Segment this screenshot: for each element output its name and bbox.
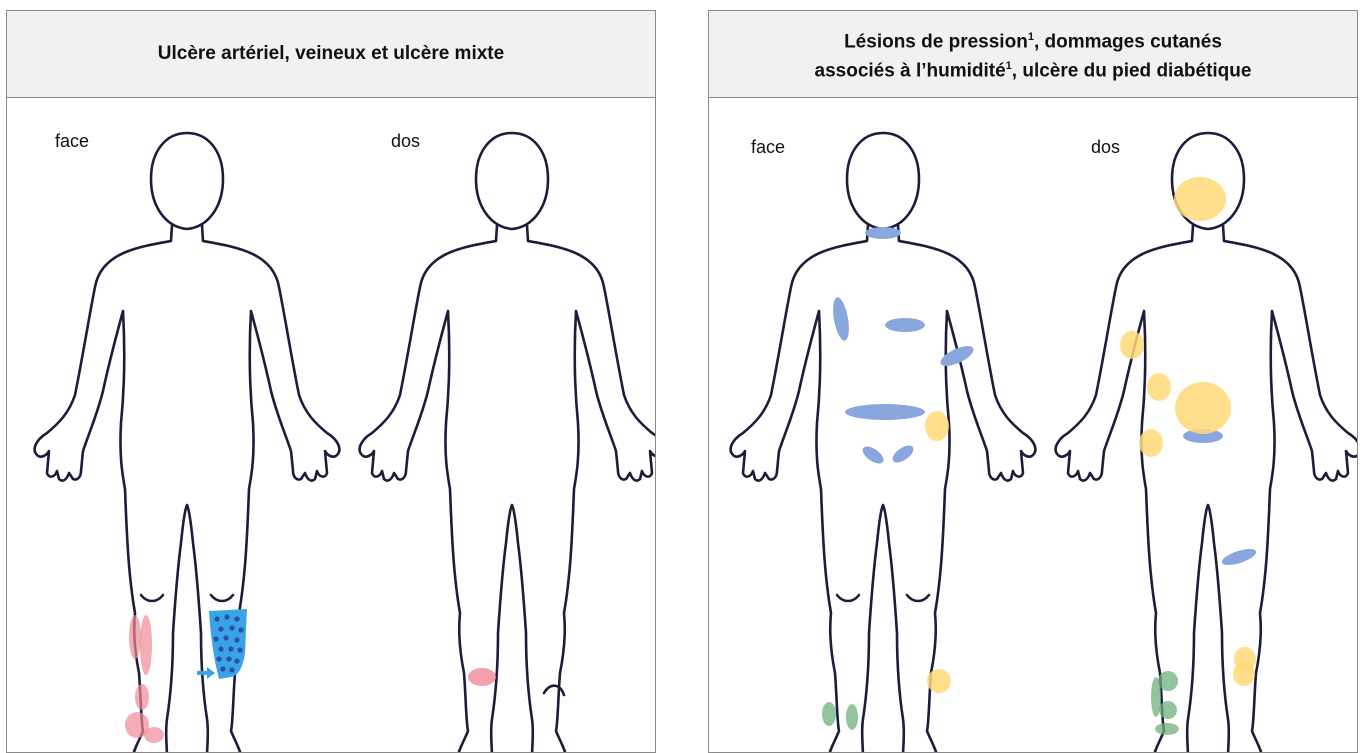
panel-title-line-2: associés à l’humidité1, ulcère du pied d… <box>815 54 1252 83</box>
body-figures-svg <box>7 97 655 753</box>
moisture-zone <box>1233 662 1255 686</box>
panel-title: Lésions de pression1, dommages cutanés a… <box>709 11 1357 98</box>
panel-title-text: Ulcère artériel, veineux et ulcère mixte <box>158 42 504 66</box>
diabetic-zone <box>846 704 858 730</box>
panel-pressure-lesions: Lésions de pression1, dommages cutanés a… <box>708 10 1358 753</box>
view-label-face: face <box>55 131 89 152</box>
diabetic-zone <box>1151 677 1161 717</box>
pressure-zone <box>845 404 925 420</box>
body-outline-back <box>360 133 655 753</box>
pressure-zone <box>885 318 925 332</box>
diabetic-zone <box>1158 671 1178 691</box>
moisture-zone <box>1139 429 1163 457</box>
diabetic-zones <box>822 671 1179 735</box>
arterial-zone <box>144 727 164 743</box>
panel-ulcers: Ulcère artériel, veineux et ulcère mixte <box>6 10 656 753</box>
pressure-zone <box>890 442 917 466</box>
venous-zone <box>197 609 247 679</box>
view-label-back: dos <box>391 131 420 152</box>
moisture-zone <box>1175 382 1231 434</box>
moisture-zone <box>1120 331 1144 359</box>
panel-title-line-1: Lésions de pression1, dommages cutanés <box>815 25 1252 54</box>
body-diagram: face dos <box>7 97 655 753</box>
arterial-zone <box>468 668 496 686</box>
pressure-zone <box>860 443 887 467</box>
body-diagram: face dos <box>709 97 1357 753</box>
arterial-zones <box>125 615 496 743</box>
moisture-zone <box>1147 373 1171 401</box>
moisture-zone <box>1174 177 1226 221</box>
diabetic-zone <box>1155 723 1179 735</box>
arterial-zone <box>140 615 152 675</box>
diabetic-zone <box>1159 701 1177 719</box>
moisture-zone <box>925 411 949 441</box>
body-outline-face <box>731 133 1036 753</box>
body-outline-back <box>1056 133 1357 753</box>
arrow-icon <box>197 667 215 679</box>
moisture-zone <box>927 669 951 693</box>
diabetic-zone <box>822 702 836 726</box>
arterial-zone <box>135 684 149 710</box>
panel-title: Ulcère artériel, veineux et ulcère mixte <box>7 11 655 98</box>
arterial-zone <box>129 615 141 659</box>
body-figures-svg <box>709 97 1357 753</box>
view-label-face: face <box>751 137 785 158</box>
view-label-back: dos <box>1091 137 1120 158</box>
body-outline-face <box>35 133 340 753</box>
pressure-zone <box>1220 546 1258 569</box>
pressure-zone <box>830 296 851 342</box>
pressure-zone <box>865 227 901 239</box>
